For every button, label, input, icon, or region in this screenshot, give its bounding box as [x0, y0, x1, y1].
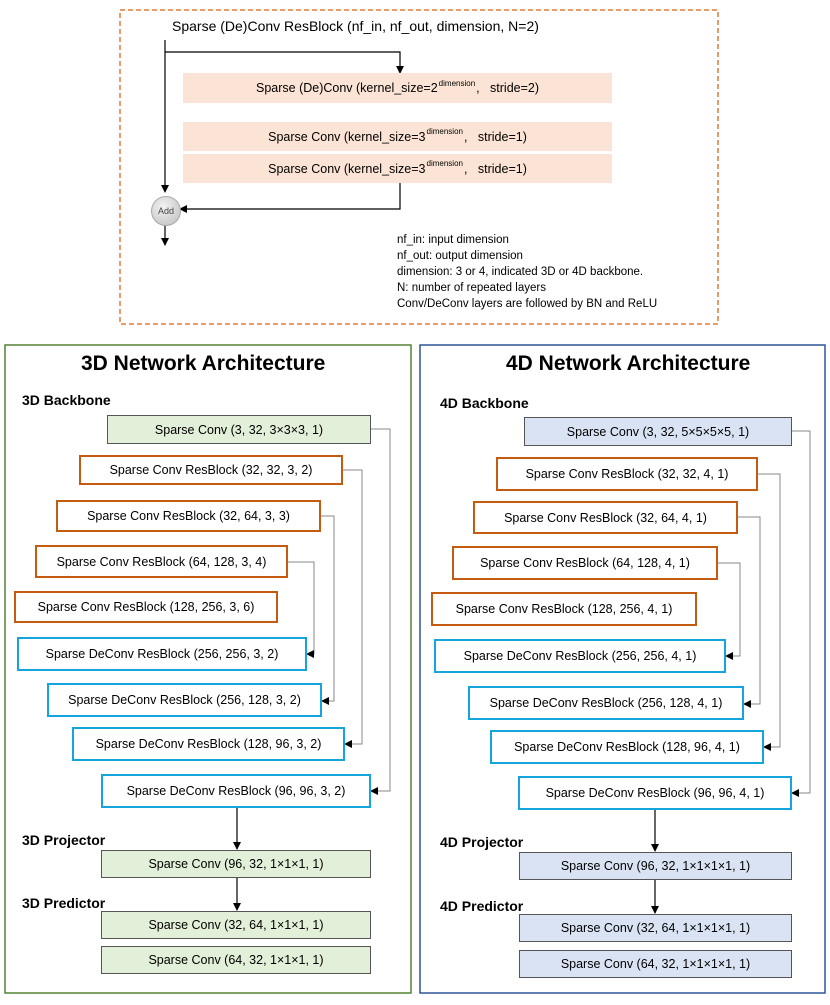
layer2-text: Sparse Conv (kernel_size=3: [268, 129, 426, 144]
add-node: Add: [151, 196, 181, 226]
legend-nf-in: nf_in: input dimension: [397, 234, 509, 246]
resblock-frame: [119, 9, 719, 325]
net3d-predictor-layer-1: Sparse Conv (32, 64, 1×1×1, 1): [101, 911, 371, 939]
net4d-backbone-layer-4: Sparse Conv ResBlock (64, 128, 4, 1): [452, 546, 718, 580]
layer1-text: Sparse (De)Conv (kernel_size=2: [255, 81, 438, 95]
net3d-backbone-layer-7: Sparse DeConv ResBlock (256, 128, 3, 2): [47, 683, 322, 717]
net3d-backbone-layer-6: Sparse DeConv ResBlock (256, 256, 3, 2): [17, 637, 307, 671]
layer1-superscript: dimension: [438, 78, 476, 88]
legend-n: N: number of repeated layers: [397, 282, 546, 294]
main-path-arrow: [165, 51, 404, 74]
net3d-backbone-layer-9: Sparse DeConv ResBlock (96, 96, 3, 2): [101, 774, 371, 808]
net4d-backbone-layer-9: Sparse DeConv ResBlock (96, 96, 4, 1): [518, 776, 792, 810]
add-label: Add: [157, 206, 174, 216]
net4d-backbone-layer-2: Sparse Conv ResBlock (32, 32, 4, 1): [496, 457, 758, 491]
legend-dimension: dimension: 3 or 4, indicated 3D or 4D ba…: [397, 266, 644, 278]
net3d-projector-layer: Sparse Conv (96, 32, 1×1×1, 1): [101, 850, 371, 878]
layer1-text-suffix: , stride=2): [476, 81, 540, 95]
net4d-backbone-layer-7: Sparse DeConv ResBlock (256, 128, 4, 1): [468, 686, 744, 720]
net3d-backbone-layer-2: Sparse Conv ResBlock (32, 32, 3, 2): [79, 455, 343, 485]
resblock-title: Sparse (De)Conv ResBlock (nf_in, nf_out,…: [172, 18, 539, 34]
layer3-text-suffix: , stride=1): [463, 161, 527, 176]
net4d-backbone-layer-1: Sparse Conv (3, 32, 5×5×5×5, 1): [524, 417, 792, 446]
net3d-projector-label: 3D Projector: [22, 832, 106, 848]
net3d-backbone-layer-5: Sparse Conv ResBlock (128, 256, 3, 6): [14, 591, 278, 623]
net3d-predictor-layer-2: Sparse Conv (64, 32, 1×1×1, 1): [101, 946, 371, 974]
net4d-predictor-layer-2: Sparse Conv (64, 32, 1×1×1×1, 1): [519, 950, 792, 978]
layer2-text-suffix: , stride=1): [463, 129, 527, 144]
net3d-predictor-label: 3D Predictor: [22, 895, 106, 911]
net4d-backbone-layer-5: Sparse Conv ResBlock (128, 256, 4, 1): [431, 592, 697, 626]
net3d-frame: [4, 344, 412, 994]
add-input-arrow: [179, 183, 401, 213]
net4d-predictor-label: 4D Predictor: [440, 898, 524, 914]
net4d-backbone-layer-3: Sparse Conv ResBlock (32, 64, 4, 1): [473, 501, 738, 534]
net4d-projector-layer: Sparse Conv (96, 32, 1×1×1×1, 1): [519, 852, 792, 880]
layer3-superscript: dimension: [426, 159, 463, 168]
net3d-backbone-layer-8: Sparse DeConv ResBlock (128, 96, 3, 2): [72, 727, 345, 761]
net3d-title: 3D Network Architecture: [81, 352, 326, 375]
net4d-projector-label: 4D Projector: [440, 834, 524, 850]
net3d-backbone-layer-3: Sparse Conv ResBlock (32, 64, 3, 3): [56, 500, 321, 532]
net3d-backbone-label: 3D Backbone: [22, 392, 111, 408]
net4d-frame: [419, 344, 826, 994]
net4d-predictor-layer-1: Sparse Conv (32, 64, 1×1×1×1, 1): [519, 914, 792, 942]
net4d-backbone-layer-6: Sparse DeConv ResBlock (256, 256, 4, 1): [434, 639, 726, 673]
layer3-text: Sparse Conv (kernel_size=3: [268, 161, 426, 176]
legend-bn-relu: Conv/DeConv layers are followed by BN an…: [397, 298, 658, 310]
net4d-title: 4D Network Architecture: [506, 352, 751, 375]
net3d-backbone-layer-4: Sparse Conv ResBlock (64, 128, 3, 4): [35, 545, 288, 578]
layer2-superscript: dimension: [426, 127, 463, 136]
net3d-backbone-layer-1: Sparse Conv (3, 32, 3×3×3, 1): [107, 415, 371, 444]
net4d-backbone-layer-8: Sparse DeConv ResBlock (128, 96, 4, 1): [490, 730, 764, 764]
net4d-backbone-label: 4D Backbone: [440, 395, 529, 411]
legend-nf-out: nf_out: output dimension: [397, 250, 523, 262]
